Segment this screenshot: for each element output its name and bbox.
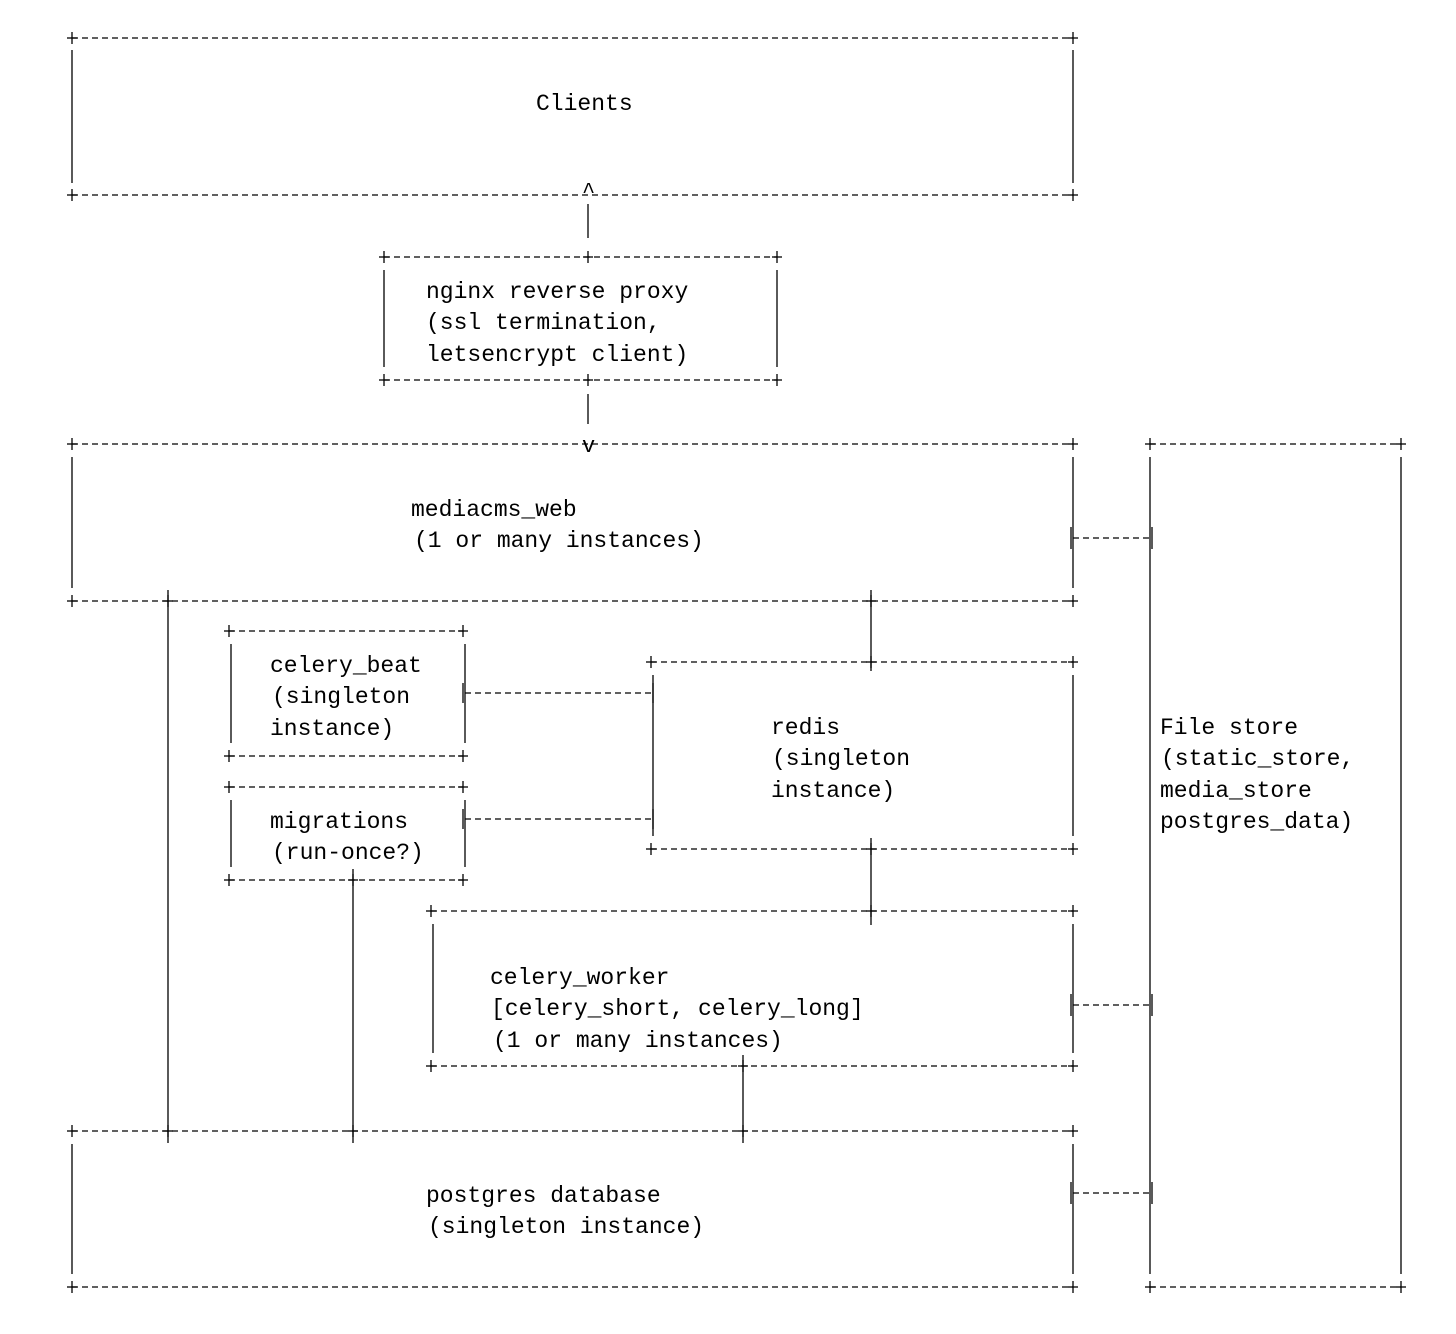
celery-worker-box: celery_worker [celery_short, celery_long… <box>431 910 1074 1067</box>
connector-nginx-web: v <box>582 394 595 459</box>
arrow-down-icon: v <box>582 434 595 459</box>
connector-web-filestore <box>1070 527 1153 549</box>
file-store-box: File store (static_store, media_store po… <box>1149 443 1402 1288</box>
celery-beat-label-line1: celery_beat <box>270 653 422 679</box>
connector-postgres-filestore <box>1070 1182 1153 1204</box>
redis-label-line3: instance) <box>771 778 895 804</box>
migrations-label-line1: migrations <box>270 809 408 835</box>
file-store-label-line2: (static_store, <box>1161 746 1354 772</box>
nginx-label-line2: (ssl termination, <box>426 310 661 336</box>
postgres-box: postgres database (singleton instance) <box>71 1130 1074 1288</box>
file-store-label-line3: media_store <box>1160 778 1312 804</box>
web-label-line1: mediacms_web <box>411 497 577 523</box>
celery-worker-label-line1: celery_worker <box>490 965 669 991</box>
postgres-label-line1: postgres database <box>426 1183 661 1209</box>
connector-worker-filestore <box>1070 994 1153 1016</box>
mediacms-web-box: mediacms_web (1 or many instances) <box>71 443 1074 602</box>
celery-beat-label-line2: (singleton <box>272 684 410 710</box>
clients-label: Clients <box>536 91 633 117</box>
junction-marks <box>67 32 1406 1293</box>
connector-nginx-clients: ^ <box>582 180 595 238</box>
celery-beat-box: celery_beat (singleton instance) <box>229 630 466 757</box>
redis-label-line1: redis <box>771 715 840 741</box>
nginx-label-line1: nginx reverse proxy <box>426 279 688 305</box>
file-store-label-line1: File store <box>1160 715 1298 741</box>
arrow-up-icon: ^ <box>582 180 595 205</box>
nginx-label-line3: letsencrypt client) <box>426 342 688 368</box>
migrations-box: migrations (run-once?) <box>229 786 466 881</box>
celery-beat-label-line3: instance) <box>270 716 394 742</box>
clients-box: Clients <box>71 37 1074 196</box>
celery-worker-label-line2: [celery_short, celery_long] <box>491 996 864 1022</box>
nginx-box: nginx reverse proxy (ssl termination, le… <box>383 256 778 381</box>
postgres-label-line2: (singleton instance) <box>428 1214 704 1240</box>
web-label-line2: (1 or many instances) <box>414 528 704 554</box>
migrations-label-line2: (run-once?) <box>272 840 424 866</box>
file-store-label-line4: postgres_data) <box>1160 809 1353 835</box>
celery-worker-label-line3: (1 or many instances) <box>493 1028 783 1054</box>
redis-label-line2: (singleton <box>772 746 910 772</box>
redis-box: redis (singleton instance) <box>651 661 1074 850</box>
